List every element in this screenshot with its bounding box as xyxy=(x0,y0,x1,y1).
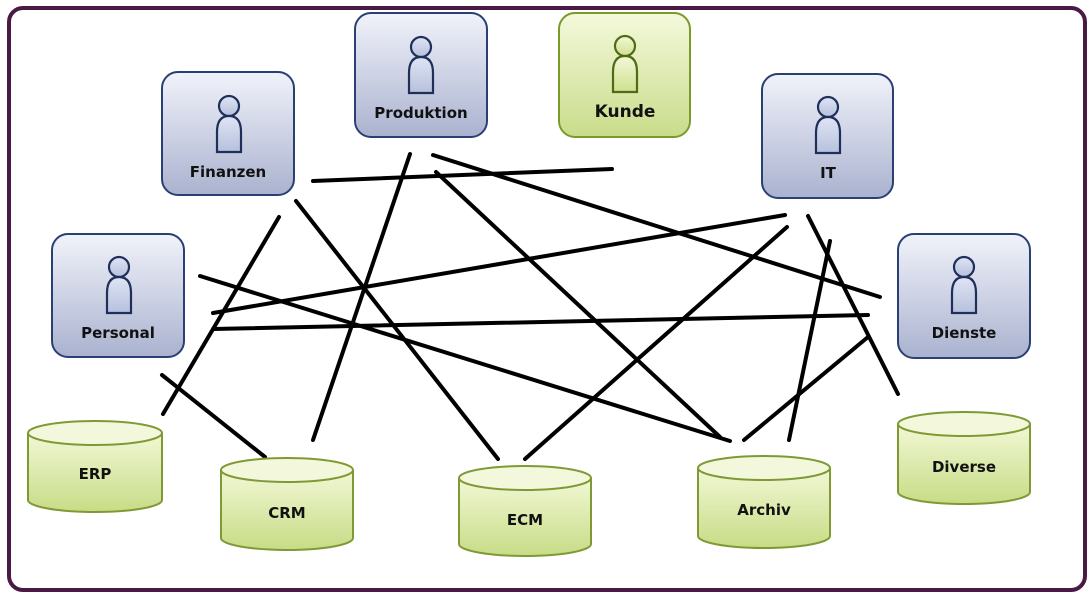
role-box-dienste: Dienste xyxy=(897,233,1031,359)
database-archiv: Archiv xyxy=(697,455,831,549)
database-label: ERP xyxy=(79,465,112,483)
connection-lines xyxy=(160,152,900,461)
connection-line xyxy=(311,152,412,442)
connection-line xyxy=(211,313,870,331)
connection-line xyxy=(523,225,789,461)
database-ecm: ECM xyxy=(458,465,592,557)
person-icon xyxy=(215,94,243,154)
role-box-it: IT xyxy=(761,73,894,199)
connection-line xyxy=(294,199,500,461)
connection-line xyxy=(311,167,614,183)
role-label: Dienste xyxy=(932,324,997,342)
connection-line xyxy=(160,373,267,459)
role-box-produktion: Produktion xyxy=(354,12,488,138)
connection-line xyxy=(161,215,281,416)
person-icon xyxy=(407,35,435,95)
role-label: Finanzen xyxy=(190,163,266,181)
connection-line xyxy=(211,213,787,315)
database-label: CRM xyxy=(268,504,306,522)
database-erp: ERP xyxy=(27,420,163,513)
role-label: Produktion xyxy=(374,104,467,122)
role-label: Kunde xyxy=(595,102,656,122)
database-diverse: Diverse xyxy=(897,411,1031,505)
connection-line xyxy=(787,239,832,442)
person-icon xyxy=(950,255,978,315)
role-box-kunde: Kunde xyxy=(558,12,691,138)
database-label: Archiv xyxy=(737,501,791,519)
person-icon xyxy=(105,255,133,315)
person-icon xyxy=(814,95,842,155)
connection-line xyxy=(742,335,870,442)
role-label: IT xyxy=(820,164,837,182)
role-box-personal: Personal xyxy=(51,233,185,358)
connection-line xyxy=(806,214,900,396)
role-box-finanzen: Finanzen xyxy=(161,71,295,196)
person-icon xyxy=(611,34,639,94)
connection-line xyxy=(434,170,722,439)
connection-line xyxy=(198,274,732,443)
database-label: ECM xyxy=(507,511,543,529)
database-crm: CRM xyxy=(220,457,354,551)
connection-line xyxy=(431,153,882,299)
database-label: Diverse xyxy=(932,458,996,476)
role-label: Personal xyxy=(81,324,155,342)
